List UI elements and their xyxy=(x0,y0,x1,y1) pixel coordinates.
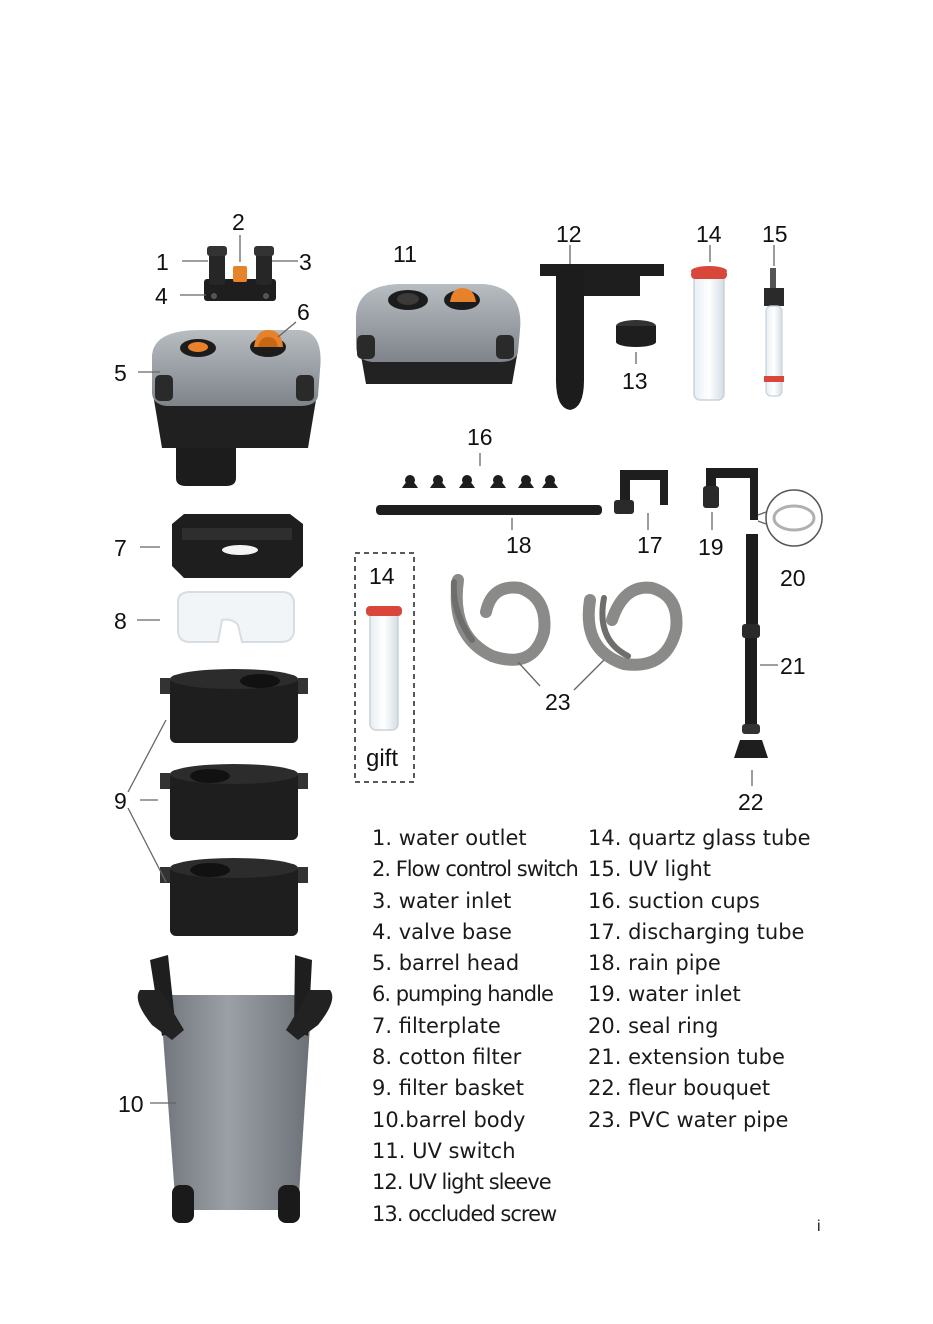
legend-item: 11. UV switch xyxy=(372,1138,516,1163)
callout-17: 17 xyxy=(637,532,663,558)
callout-14: 14 xyxy=(696,221,722,247)
barrel-body-illustration xyxy=(137,955,333,1223)
rain-pipe-illustration xyxy=(376,505,602,515)
legend-item: 4. valve base xyxy=(372,919,512,944)
callout-20: 20 xyxy=(780,565,806,591)
occluded-screw-illustration xyxy=(616,320,656,347)
callout-10: 10 xyxy=(118,1091,144,1117)
legend-item: 10.barrel body xyxy=(372,1107,526,1132)
callout-numbers: 1 2 3 4 6 5 7 8 9 10 11 12 13 14 15 16 1… xyxy=(114,209,806,1117)
gift-box: gift xyxy=(354,552,415,783)
parts-legend-right: 14. quartz glass tube 15. UV light 16. s… xyxy=(588,823,811,1136)
legend-item: 16. suction cups xyxy=(588,888,760,913)
callout-13: 13 xyxy=(622,368,648,394)
page-mark: i xyxy=(817,1218,821,1235)
uv-light-sleeve-illustration xyxy=(540,264,664,410)
legend-item: 2. Flow control switch xyxy=(372,857,579,882)
cotton-filter-illustration xyxy=(177,591,295,643)
callout-5: 5 xyxy=(114,360,127,386)
legend-item: 19. water inlet xyxy=(588,982,741,1007)
callout-12: 12 xyxy=(556,221,582,247)
uv-switch-head-illustration xyxy=(355,284,521,384)
uv-light-illustration xyxy=(764,268,784,397)
legend-item: 13. occluded screw xyxy=(372,1201,557,1226)
leader-lines xyxy=(127,235,778,1104)
callout-11: 11 xyxy=(393,241,417,267)
callout-9: 9 xyxy=(114,788,127,814)
legend-item: 3. water inlet xyxy=(372,888,512,913)
callout-21: 21 xyxy=(780,653,806,679)
legend-item: 14. quartz glass tube xyxy=(588,826,811,850)
legend-item: 20. seal ring xyxy=(588,1013,719,1038)
legend-item: 6. pumping handle xyxy=(372,982,554,1007)
filter-baskets-illustration xyxy=(160,669,308,936)
filterplate-illustration xyxy=(172,514,303,578)
legend-item: 22. fleur bouquet xyxy=(588,1076,771,1101)
legend-item: 8. cotton filter xyxy=(372,1045,522,1070)
gift-label: gift xyxy=(366,745,398,772)
callout-8: 8 xyxy=(114,608,127,634)
legend-item: 15. UV light xyxy=(588,857,712,882)
callout-3: 3 xyxy=(299,249,312,275)
callout-2: 2 xyxy=(232,209,245,235)
pvc-hoses-illustration xyxy=(450,574,683,671)
legend-item: 5. barrel head xyxy=(372,951,520,976)
quartz-tube-illustration xyxy=(691,266,727,401)
legend-item: 17. discharging tube xyxy=(588,919,805,944)
discharging-tube-illustration xyxy=(614,470,668,514)
callout-23: 23 xyxy=(545,689,571,715)
legend-item: 9. filter basket xyxy=(372,1076,524,1101)
legend-item: 23. PVC water pipe xyxy=(588,1107,789,1132)
legend-item: 7. filterplate xyxy=(372,1013,501,1038)
callout-19: 19 xyxy=(698,534,724,560)
inlet-extension-assembly xyxy=(703,468,768,758)
seal-ring-illustration xyxy=(757,489,823,547)
callout-14-gift: 14 xyxy=(369,563,395,589)
callout-18: 18 xyxy=(506,532,532,558)
callout-16: 16 xyxy=(467,424,493,450)
callout-1: 1 xyxy=(156,249,169,275)
barrel-head-illustration xyxy=(151,330,321,486)
callout-7: 7 xyxy=(114,535,127,561)
callout-15: 15 xyxy=(762,221,788,247)
legend-item: 18. rain pipe xyxy=(588,951,721,976)
legend-item: 12. UV light sleeve xyxy=(372,1170,552,1195)
callout-22: 22 xyxy=(738,789,764,815)
callout-4: 4 xyxy=(155,283,168,309)
valve-assembly xyxy=(204,246,276,301)
parts-legend-left: 1. water outlet 2. Flow control switch 3… xyxy=(372,823,579,1230)
legend-item: 1. water outlet xyxy=(372,826,527,850)
legend-item: 21. extension tube xyxy=(588,1045,785,1070)
callout-6: 6 xyxy=(297,299,310,325)
suction-cups-illustration xyxy=(402,475,558,488)
